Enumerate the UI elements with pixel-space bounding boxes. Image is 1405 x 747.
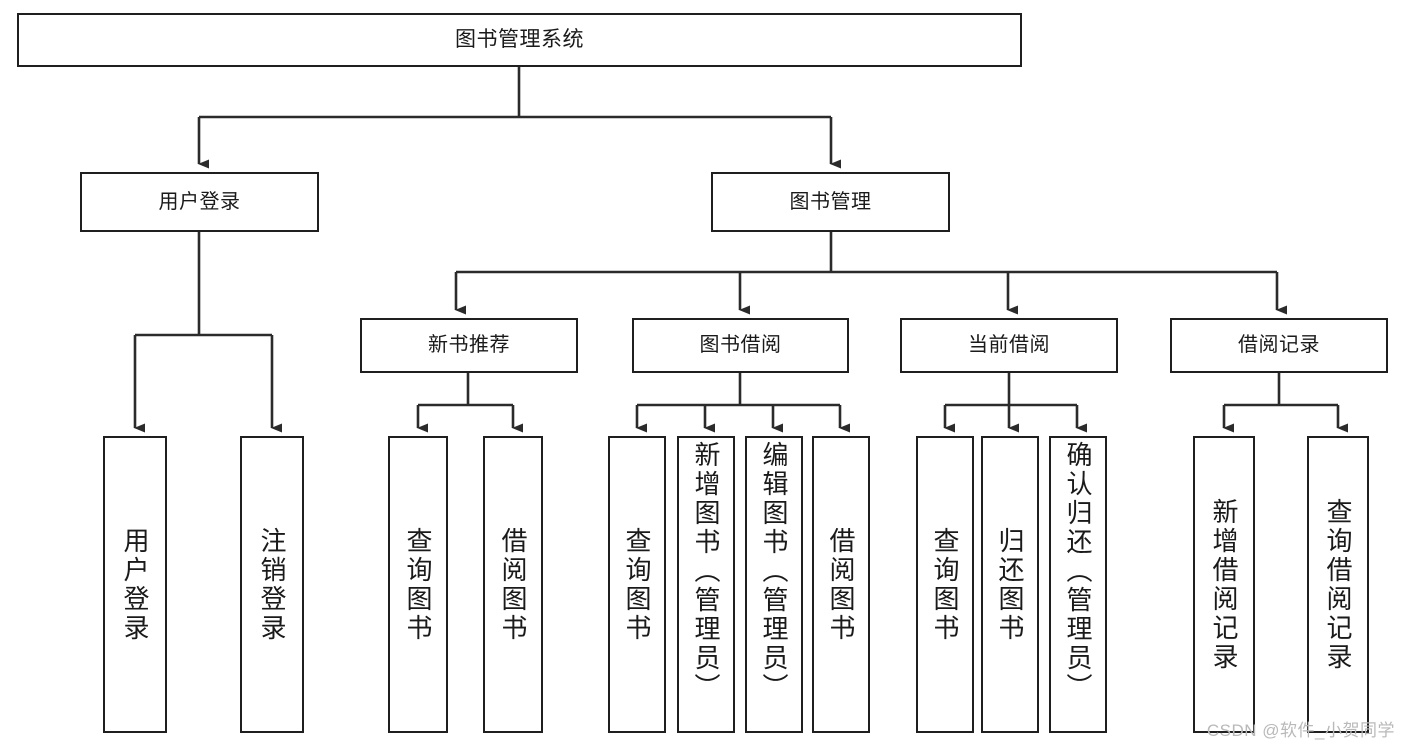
node-label: 查询图书 bbox=[403, 526, 433, 643]
node-label: 查询图书 bbox=[622, 526, 652, 643]
leaf-new-book-query[interactable]: 查询图书 bbox=[388, 436, 448, 733]
node-label: 归还图书 bbox=[995, 526, 1025, 643]
node-label: 借阅图书 bbox=[498, 526, 528, 643]
node-label: 图书管理 bbox=[789, 190, 872, 213]
node-label: 当前借阅 bbox=[968, 334, 1050, 357]
node-label: 编辑图书（管理员） bbox=[759, 441, 789, 702]
node-label: 新增图书（管理员） bbox=[691, 441, 721, 702]
node-label: 图书借阅 bbox=[699, 334, 782, 357]
node-label: 用户登录 bbox=[120, 526, 150, 643]
leaf-new-book-borrow[interactable]: 借阅图书 bbox=[483, 436, 543, 733]
leaf-user-login-logout[interactable]: 注销登录 bbox=[240, 436, 304, 733]
node-new-book-recommend[interactable]: 新书推荐 bbox=[360, 318, 578, 373]
node-book-management[interactable]: 图书管理 bbox=[711, 172, 950, 232]
leaf-current-borrow-return[interactable]: 归还图书 bbox=[981, 436, 1039, 733]
node-label: 借阅记录 bbox=[1238, 334, 1320, 357]
node-label: 查询图书 bbox=[930, 526, 960, 643]
node-label: 用户登录 bbox=[158, 190, 241, 213]
leaf-book-borrow-add[interactable]: 新增图书（管理员） bbox=[677, 436, 735, 733]
node-label: 新增借阅记录 bbox=[1209, 497, 1239, 672]
node-label: 借阅图书 bbox=[826, 526, 856, 643]
leaf-current-borrow-confirm-return[interactable]: 确认归还（管理员） bbox=[1049, 436, 1107, 733]
node-label: 注销登录 bbox=[257, 526, 287, 643]
leaf-borrow-record-add[interactable]: 新增借阅记录 bbox=[1193, 436, 1255, 733]
node-book-borrow[interactable]: 图书借阅 bbox=[632, 318, 849, 373]
leaf-borrow-record-query[interactable]: 查询借阅记录 bbox=[1307, 436, 1369, 733]
node-current-borrow[interactable]: 当前借阅 bbox=[900, 318, 1118, 373]
node-label: 图书管理系统 bbox=[455, 28, 584, 52]
watermark-text: CSDN @软件_小贺同学 bbox=[1206, 721, 1395, 740]
leaf-book-borrow-edit[interactable]: 编辑图书（管理员） bbox=[745, 436, 803, 733]
leaf-book-borrow-borrow[interactable]: 借阅图书 bbox=[812, 436, 870, 733]
leaf-book-borrow-query[interactable]: 查询图书 bbox=[608, 436, 666, 733]
node-label: 查询借阅记录 bbox=[1323, 497, 1353, 672]
leaf-current-borrow-query[interactable]: 查询图书 bbox=[916, 436, 974, 733]
node-label: 确认归还（管理员） bbox=[1063, 441, 1093, 702]
node-label: 新书推荐 bbox=[428, 334, 510, 357]
leaf-user-login-login[interactable]: 用户登录 bbox=[103, 436, 167, 733]
node-user-login[interactable]: 用户登录 bbox=[80, 172, 319, 232]
node-borrow-record[interactable]: 借阅记录 bbox=[1170, 318, 1388, 373]
node-root-system[interactable]: 图书管理系统 bbox=[17, 13, 1022, 67]
